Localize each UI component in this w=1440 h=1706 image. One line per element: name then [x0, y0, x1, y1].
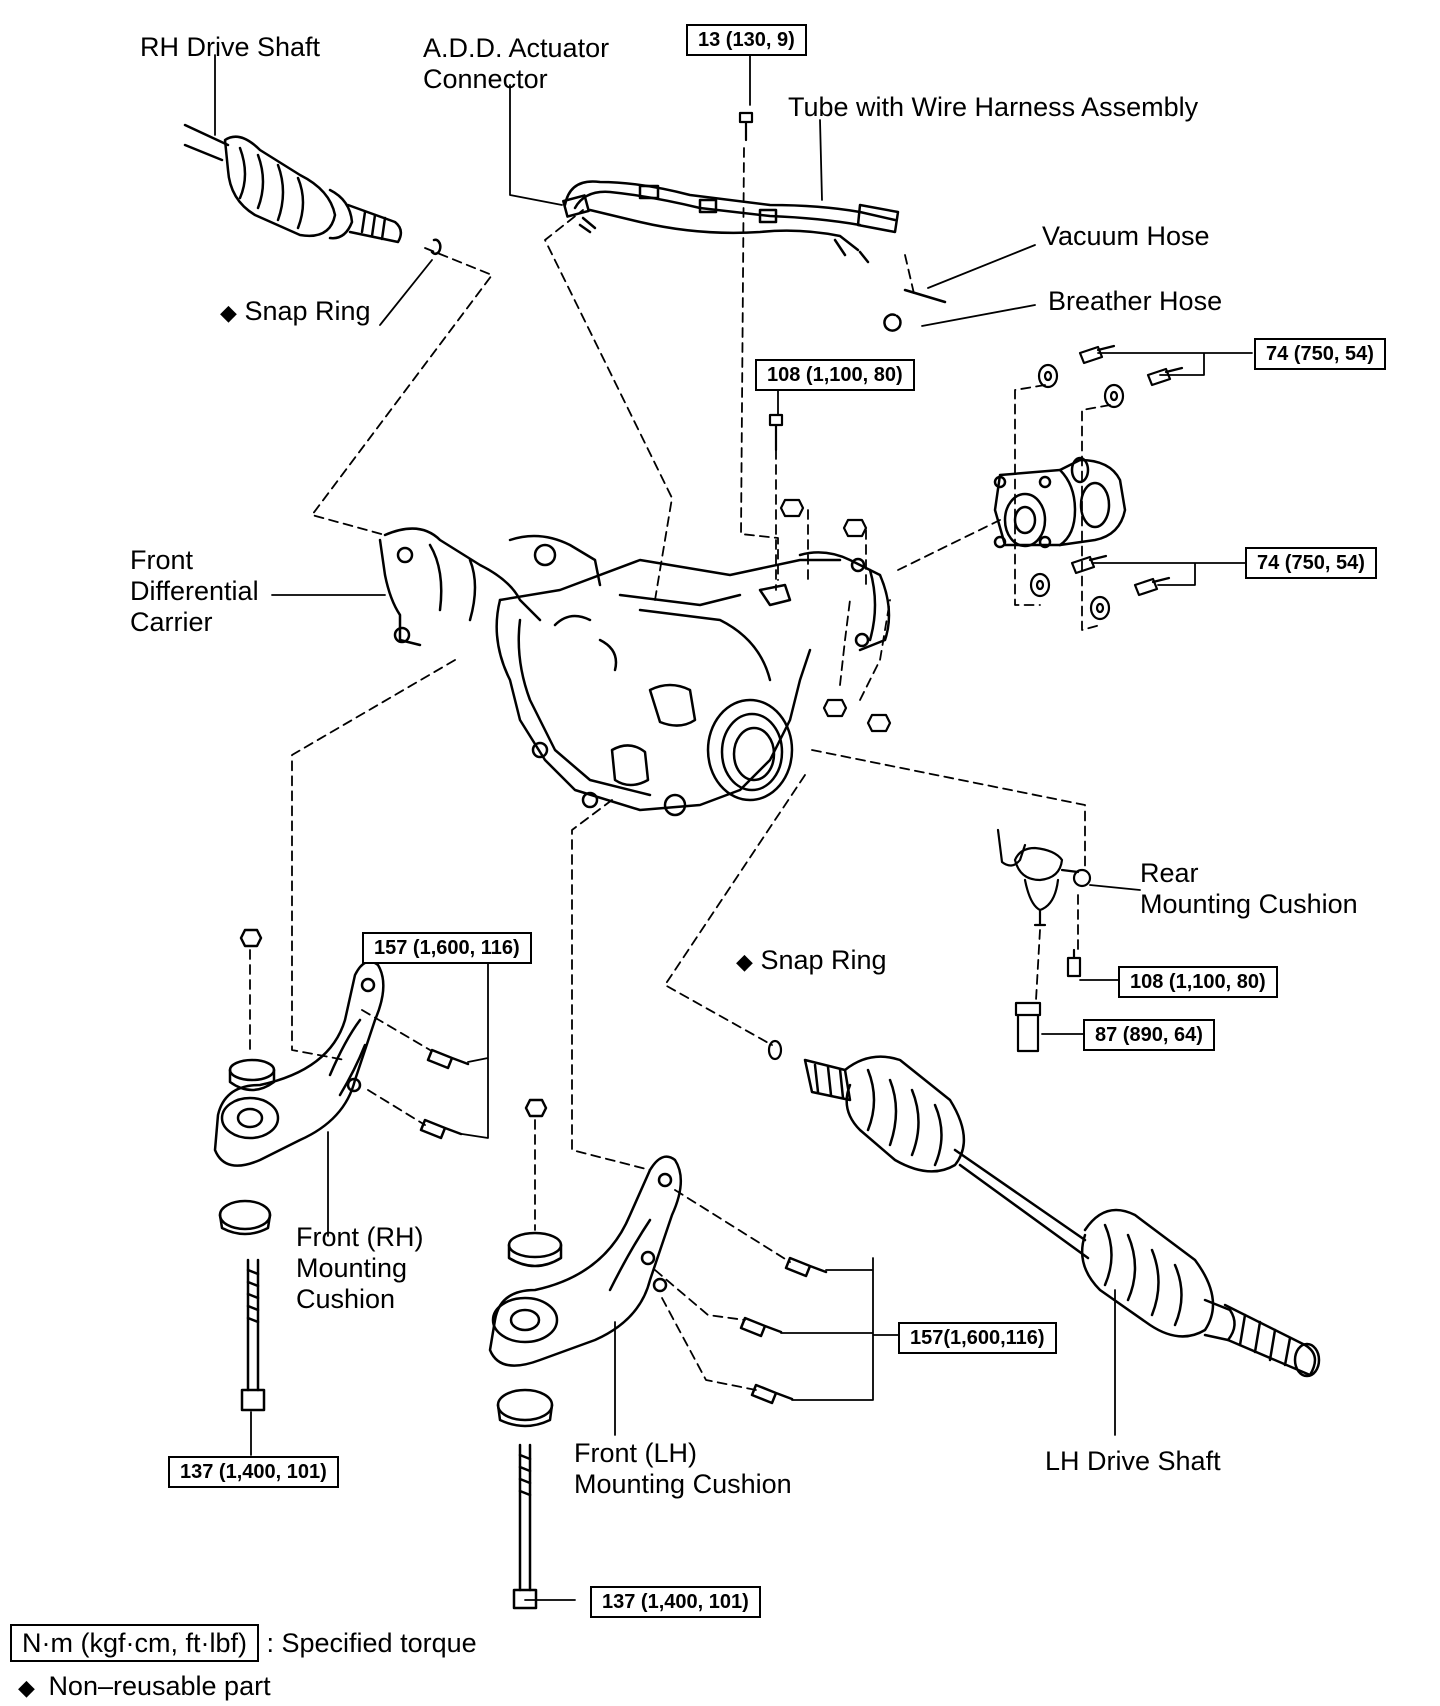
label-vacuum-hose: Vacuum Hose: [1042, 221, 1210, 251]
vacuum-hose-drawing: [903, 288, 947, 304]
legend-non-reusable: ◆ Non–reusable part: [18, 1668, 271, 1706]
label-front-diff-line2: Differential: [130, 576, 259, 606]
legend-specified-torque: N·m (kgf·cm, ft·lbf) : Specified torque: [10, 1624, 477, 1662]
legend-nonreusable-text: Non–reusable part: [48, 1671, 271, 1701]
label-snap-ring-rh-text: Snap Ring: [244, 296, 371, 326]
torque-13: 13 (130, 9): [686, 24, 807, 56]
torque-108-rear: 108 (1,100, 80): [1118, 966, 1278, 998]
torque-157-lh: 157(1,600,116): [898, 1322, 1057, 1354]
torque-87: 87 (890, 64): [1083, 1019, 1215, 1051]
torque-74-top: 74 (750, 54): [1254, 338, 1386, 370]
label-snap-ring-lh-text: Snap Ring: [760, 945, 887, 975]
label-snap-ring-lh: ◆ Snap Ring: [736, 945, 887, 977]
diamond-icon: ◆: [220, 300, 237, 325]
legend-unit-box: N·m (kgf·cm, ft·lbf): [10, 1624, 259, 1662]
companion-flange-drawing: [993, 456, 1127, 549]
label-rh-drive-shaft: RH Drive Shaft: [140, 32, 321, 62]
torque-137-lh: 137 (1,400, 101): [590, 1586, 761, 1618]
label-breather-hose: Breather Hose: [1048, 286, 1223, 316]
breather-hose-drawing: [883, 313, 902, 332]
front-rh-mounting-cushion-drawing: [213, 928, 470, 1412]
front-lh-mounting-cushion-drawing: [488, 1098, 828, 1610]
dashed-assembly-lines: [249, 147, 1111, 1391]
label-snap-ring-rh: ◆ Snap Ring: [220, 296, 371, 328]
torque-157-rh: 157 (1,600, 116): [362, 932, 532, 964]
front-differential-carrier-drawing: [378, 527, 891, 817]
label-front-differential-carrier: Front Differential Carrier: [130, 545, 259, 638]
rh-drive-shaft-drawing: [183, 123, 403, 244]
wire-harness-drawing: [562, 180, 900, 264]
label-add-actuator-connector: A.D.D. Actuator Connector: [423, 33, 609, 95]
label-rear-mounting-cushion: Rear Mounting Cushion: [1140, 858, 1358, 920]
label-front-lh-mounting-cushion: Front (LH) Mounting Cushion: [574, 1438, 792, 1500]
label-front-rh-line3: Cushion: [296, 1284, 396, 1314]
rh-snap-ring-drawing: [430, 238, 442, 255]
label-front-rh-mounting-cushion: Front (RH) Mounting Cushion: [296, 1222, 424, 1315]
lh-drive-shaft-drawing: [803, 1055, 1321, 1378]
hardware-drawing: [738, 111, 1184, 1061]
label-front-diff-line1: Front: [130, 545, 194, 575]
label-front-lh-line1: Front (LH): [574, 1438, 698, 1468]
torque-108-top: 108 (1,100, 80): [755, 359, 915, 391]
diamond-icon: ◆: [736, 949, 753, 974]
torque-74-mid: 74 (750, 54): [1245, 547, 1377, 579]
diamond-icon: ◆: [18, 1675, 35, 1700]
label-tube-wire-harness: Tube with Wire Harness Assembly: [788, 92, 1199, 122]
label-add-actuator-line1: A.D.D. Actuator: [423, 33, 610, 63]
label-rear-cushion-line2: Mounting Cushion: [1140, 889, 1358, 919]
label-add-actuator-line2: Connector: [423, 64, 548, 94]
label-lh-drive-shaft: LH Drive Shaft: [1045, 1446, 1221, 1476]
torque-137-rh: 137 (1,400, 101): [168, 1456, 339, 1488]
label-front-diff-line3: Carrier: [130, 607, 213, 637]
label-front-rh-line1: Front (RH): [296, 1222, 424, 1252]
label-front-lh-line2: Mounting Cushion: [574, 1469, 792, 1499]
legend-unit-desc: : Specified torque: [266, 1628, 477, 1658]
label-rear-cushion-line1: Rear: [1140, 858, 1199, 888]
leader-lines: [214, 49, 1253, 1601]
label-front-rh-line2: Mounting: [296, 1253, 408, 1283]
